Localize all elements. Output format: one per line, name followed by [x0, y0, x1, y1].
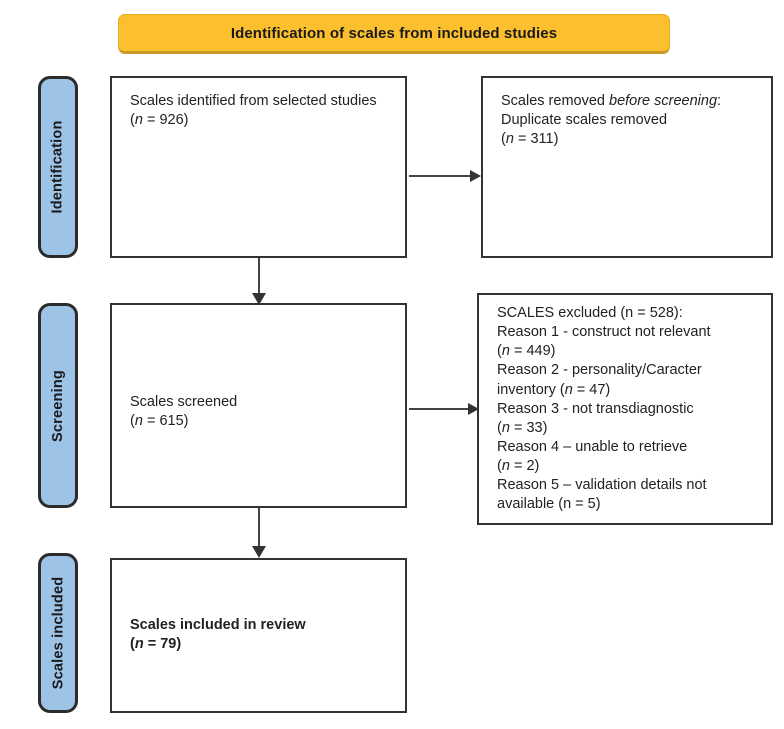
- box-scales-included-in-review-text: Scales included in review(n = 79): [130, 617, 306, 653]
- diagram-title-banner: Identification of scales from included s…: [118, 14, 670, 54]
- phase-label-identification-text: Identification: [50, 120, 66, 214]
- box-scales-removed-text: Scales removed before screening:Duplicat…: [501, 93, 722, 148]
- page-title: Identification of scales from included s…: [230, 24, 558, 42]
- phase-label-screening-text: Screening: [50, 369, 67, 442]
- phase-label-scales-included-text: Scales included: [50, 576, 67, 690]
- box-scales-screened: Scales screened(n = 615): [110, 303, 407, 508]
- arrow-identified-to-screened-icon: [252, 258, 266, 305]
- box-scales-included-in-review: Scales included in review(n = 79): [110, 558, 407, 713]
- box-scales-identified: Scales identified from selected studies(…: [110, 76, 407, 258]
- phase-label-screening: Screening: [38, 303, 78, 508]
- box-scales-removed: Scales removed before screening:Duplicat…: [481, 76, 773, 258]
- box-scales-excluded-text: SCALES excluded (n = 528):Reason 1 - con…: [497, 305, 711, 513]
- arrow-screened-to-excluded-icon: [409, 403, 479, 415]
- box-scales-excluded: SCALES excluded (n = 528):Reason 1 - con…: [477, 293, 773, 525]
- box-scales-identified-text: Scales identified from selected studies(…: [130, 93, 377, 129]
- phase-label-scales-included: Scales included: [38, 553, 78, 713]
- phase-label-identification: Identification: [38, 76, 78, 258]
- arrow-screened-to-included-icon: [252, 508, 266, 558]
- arrow-identified-to-removed-icon: [409, 170, 481, 182]
- box-scales-screened-text: Scales screened(n = 615): [130, 394, 238, 430]
